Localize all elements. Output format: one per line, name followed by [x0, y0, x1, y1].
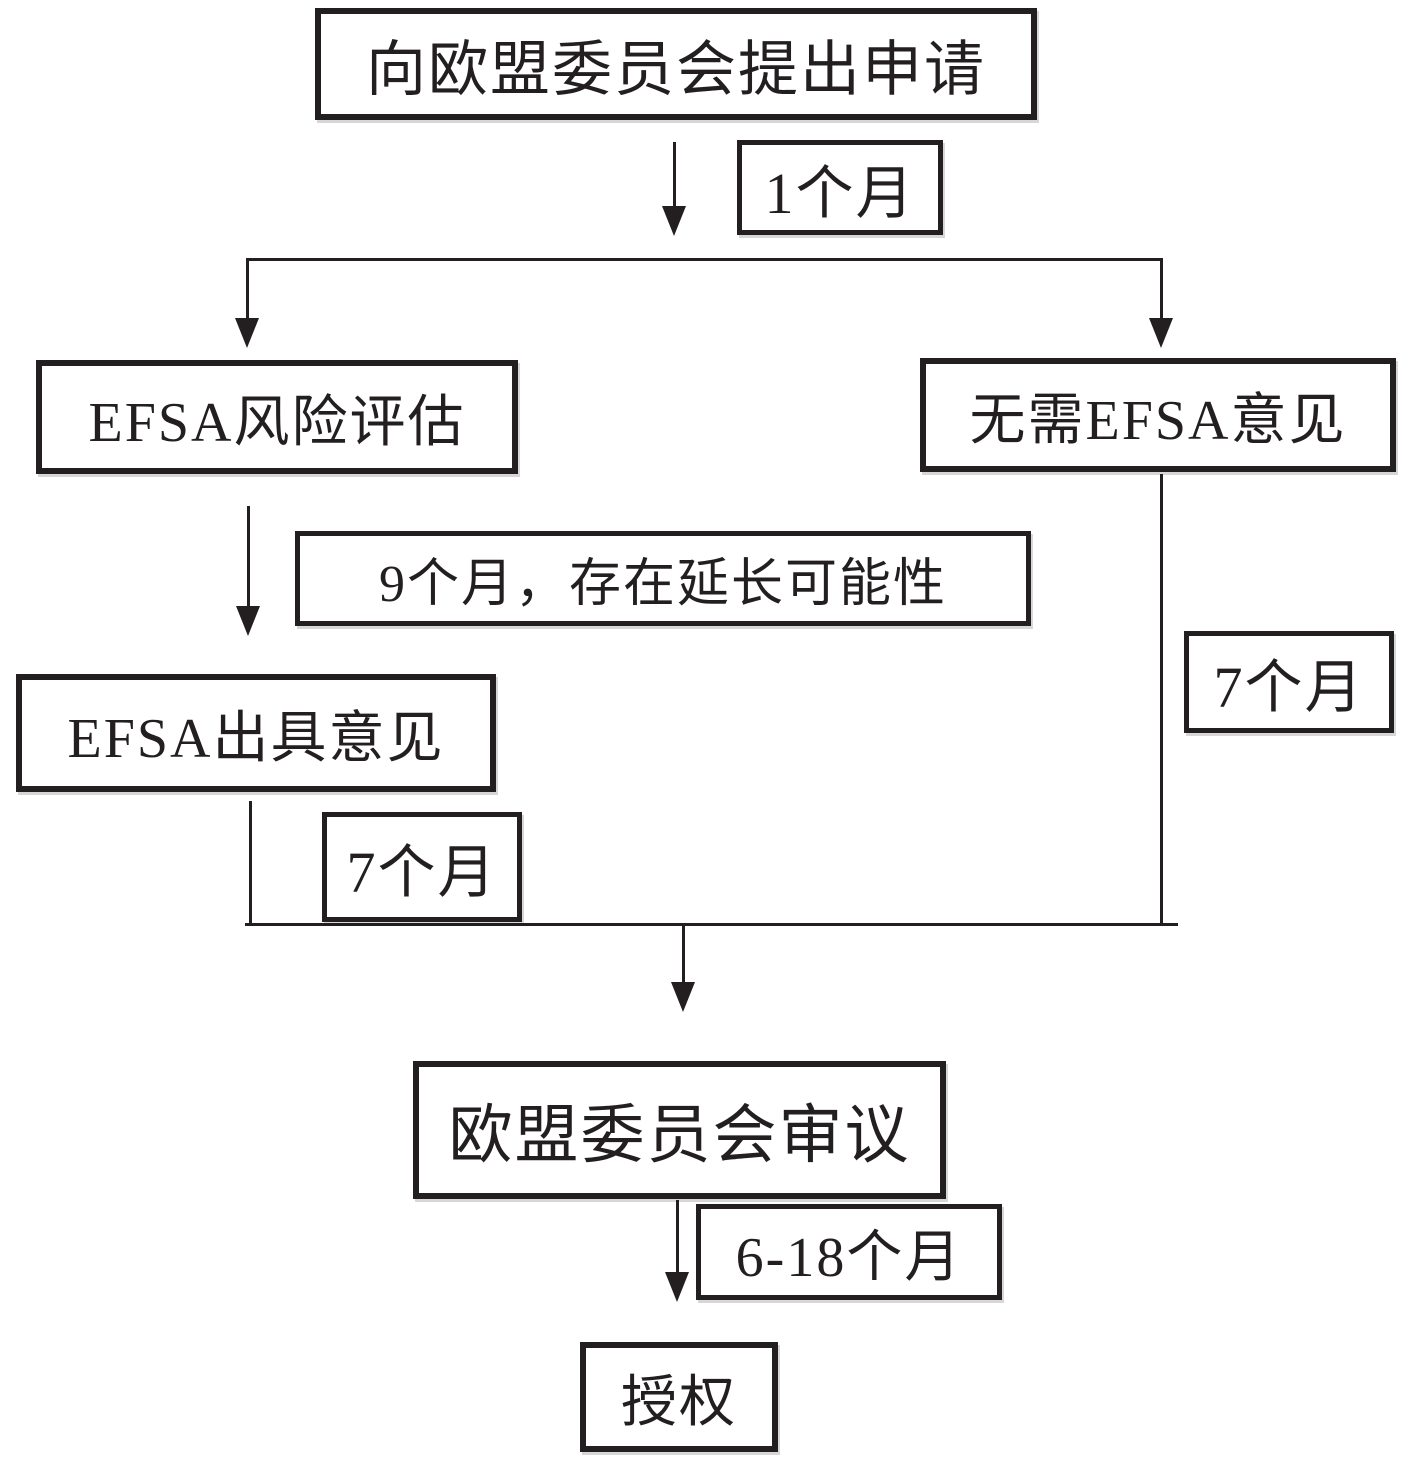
node-no-efsa-opinion-needed: 无需EFSA意见 [920, 358, 1396, 472]
duration-label-9-months-extendable: 9个月，存在延长可能性 [295, 531, 1031, 626]
node-eu-commission-review: 欧盟委员会审议 [413, 1061, 946, 1199]
duration-label-6-18-months: 6-18个月 [696, 1204, 1002, 1300]
connector-review-to-authorization [676, 1200, 679, 1272]
node-apply-to-eu-commission: 向欧盟委员会提出申请 [315, 8, 1037, 120]
connector-opinion-to-merge [249, 801, 252, 925]
arrowhead-branch-right-icon [1149, 318, 1173, 348]
arrowhead-risk-to-opinion-icon [236, 606, 260, 636]
node-authorization: 授权 [580, 1342, 778, 1452]
duration-label-7-months-left: 7个月 [322, 812, 522, 922]
arrowhead-branch-left-icon [235, 318, 259, 348]
node-efsa-risk-assessment: EFSA风险评估 [36, 360, 518, 474]
connector-branch-left [246, 258, 249, 318]
node-efsa-issues-opinion: EFSA出具意见 [16, 674, 496, 792]
connector-branch-right [1160, 258, 1163, 318]
duration-label-1-month: 1个月 [737, 140, 943, 235]
arrowhead-apply-down-icon [662, 206, 686, 236]
connector-apply-down [673, 142, 676, 206]
duration-label-7-months-right: 7个月 [1184, 631, 1394, 733]
connector-branch-horizontal [246, 258, 1163, 261]
connector-merge-to-review [682, 925, 685, 982]
connector-merge-horizontal [245, 923, 1178, 926]
connector-risk-to-opinion [247, 506, 250, 606]
arrowhead-review-to-authorization-icon [665, 1272, 689, 1302]
connector-no-efsa-to-merge [1160, 474, 1163, 925]
arrowhead-merge-to-review-icon [671, 982, 695, 1012]
